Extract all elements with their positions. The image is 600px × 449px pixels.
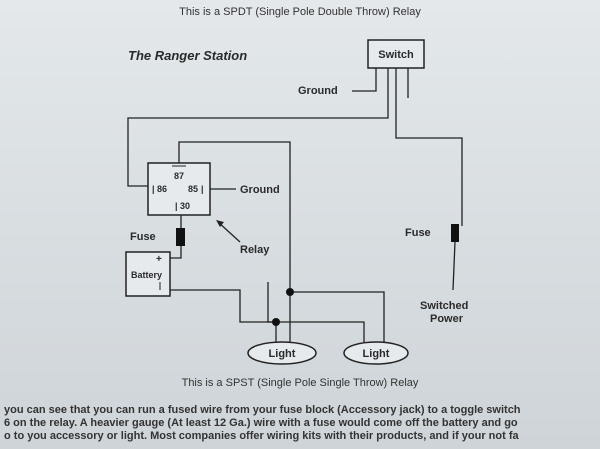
- pin-87: 87: [174, 171, 184, 181]
- body-line-3: o to you accessory or light. Most compan…: [4, 430, 519, 442]
- fuse-left: [176, 228, 185, 246]
- switch-label: Switch: [378, 49, 414, 61]
- switched-power-label-1: Switched: [420, 300, 468, 312]
- relay-label: Relay: [240, 244, 270, 256]
- ground-top-label: Ground: [298, 85, 338, 97]
- junction-dot-ground: [272, 318, 280, 326]
- switched-power-label-2: Power: [430, 313, 464, 325]
- light-1-label: Light: [269, 348, 296, 360]
- fuse-right-label: Fuse: [405, 227, 431, 239]
- battery-box: [125, 251, 171, 297]
- wire-fuse-to-switched: [452, 241, 456, 291]
- wire-battery-ground: [170, 289, 276, 323]
- fuse-left-label: Fuse: [130, 231, 156, 243]
- relay-arrow-line: [217, 221, 241, 243]
- switch-box: [367, 39, 425, 69]
- wire-ground-riser: [267, 282, 276, 323]
- body-line-2: 6 on the relay. A heavier gauge (At leas…: [4, 417, 518, 429]
- wire-switch-to-86: [127, 68, 389, 187]
- relay-arrow-head: [216, 220, 224, 227]
- junction-dot-power: [286, 288, 294, 296]
- light-1: [247, 341, 317, 365]
- ground-relay-label: Ground: [240, 184, 280, 196]
- body-paragraph: you can see that you can run a fused wir…: [4, 404, 596, 449]
- battery-label: Battery: [131, 270, 162, 280]
- light-2: [343, 341, 409, 365]
- light-2-label: Light: [363, 348, 390, 360]
- wire-ground-light-2: [276, 321, 365, 344]
- pin-30-divider: |: [175, 201, 178, 211]
- wire-87-output: [178, 141, 291, 292]
- wire-to-light-2: [290, 291, 385, 344]
- pin-30: 30: [180, 201, 190, 211]
- wire-switch-to-fuse: [395, 68, 463, 226]
- pin-85-divider: |: [201, 184, 204, 194]
- pin-86-divider: |: [152, 184, 155, 194]
- pin-85: 85: [188, 184, 198, 194]
- bottom-caption: This is a SPST (Single Pole Single Throw…: [181, 377, 419, 389]
- pin-86: 86: [157, 184, 167, 194]
- diagram-title: The Ranger Station: [128, 48, 247, 63]
- fuse-right: [451, 224, 459, 242]
- wire-ground-top: [352, 68, 377, 92]
- top-caption: This is a SPDT (Single Pole Double Throw…: [179, 6, 421, 18]
- battery-plus: +: [156, 254, 162, 265]
- body-line-1: you can see that you can run a fused wir…: [4, 404, 521, 416]
